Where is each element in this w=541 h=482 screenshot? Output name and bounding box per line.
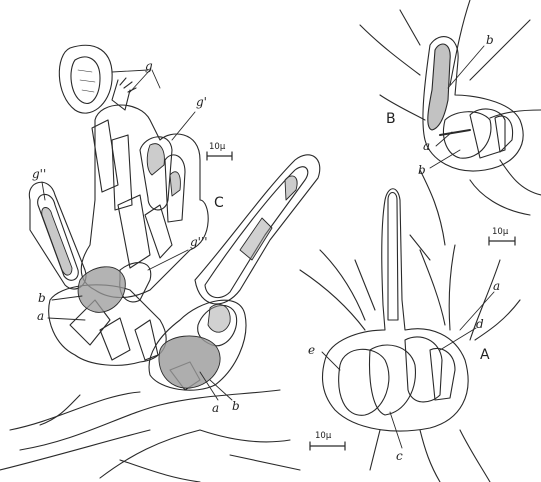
panel-a-drawing bbox=[300, 189, 520, 482]
scale-label-a: 10μ bbox=[315, 432, 331, 441]
label-g: g bbox=[145, 60, 153, 72]
scale-bars bbox=[207, 152, 515, 450]
scale-label-b: 10μ bbox=[492, 228, 508, 237]
panel-label-b: B bbox=[386, 112, 396, 126]
label-a-e: e bbox=[308, 344, 315, 356]
label-c-a2: a bbox=[212, 402, 219, 414]
panel-b-drawing bbox=[360, 0, 541, 260]
label-c-a: a bbox=[37, 310, 44, 322]
label-b-b: b bbox=[486, 34, 494, 46]
label-g-prime: g' bbox=[196, 96, 207, 108]
label-c-b2: b bbox=[232, 400, 240, 412]
cell-walls-c bbox=[0, 390, 300, 482]
label-g-triple: g''' bbox=[190, 236, 208, 248]
label-b-a: a bbox=[423, 140, 430, 152]
label-c-b: b bbox=[38, 292, 46, 304]
label-a-c: c bbox=[396, 450, 403, 462]
panel-label-a: A bbox=[480, 348, 490, 362]
label-g-double: g'' bbox=[32, 168, 46, 180]
panel-label-c: C bbox=[214, 196, 224, 210]
label-b-b2: b bbox=[418, 164, 426, 176]
scale-label-c: 10μ bbox=[209, 143, 225, 152]
label-a-d: d bbox=[476, 318, 484, 330]
label-a-a: a bbox=[493, 280, 500, 292]
